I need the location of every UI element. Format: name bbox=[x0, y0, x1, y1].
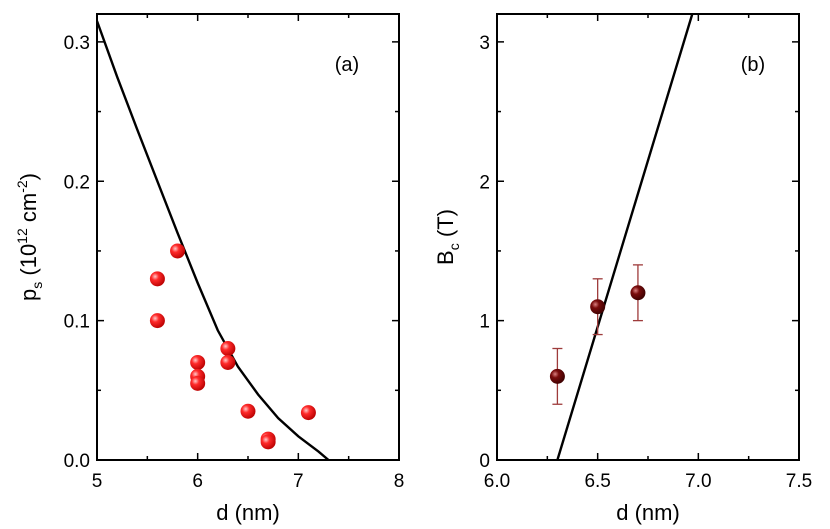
panel-b-y-tick-label: 0 bbox=[479, 451, 490, 472]
panel-b: 6.0 6.5 7.0 7.5 0 1 2 3 (b) d (nm) Bc (T) bbox=[433, 13, 812, 525]
panel-a-x-tick-label: 8 bbox=[394, 471, 405, 492]
panel-a-y-tick-label: 0.3 bbox=[64, 33, 90, 54]
panel-a-data-point bbox=[220, 341, 236, 356]
panel-b-x-tick-label: 7.0 bbox=[685, 471, 711, 492]
panel-a-ylabel-rest: (10 bbox=[16, 244, 41, 282]
panel-b-y-tick-label: 1 bbox=[479, 312, 490, 333]
panel-b-x-axis-title: d (nm) bbox=[616, 500, 680, 525]
panel-a-x-axis-title: d (nm) bbox=[216, 500, 280, 525]
panel-b-ticks: 6.0 6.5 7.0 7.5 0 1 2 3 bbox=[479, 14, 812, 492]
panel-a-x-tick-label: 5 bbox=[92, 471, 103, 492]
panel-a-x-tick-label: 6 bbox=[192, 471, 203, 492]
panel-a-ylabel-end: ) bbox=[16, 173, 41, 180]
panel-b-fit-curve-group bbox=[556, 14, 694, 460]
panel-b-data-point bbox=[630, 285, 646, 301]
panel-b-y-tick-label: 3 bbox=[479, 33, 490, 54]
panel-a: 5 6 7 8 0.0 0.1 0.2 0.3 (a) d (nm) ps (1012 cm-… bbox=[14, 13, 405, 525]
panel-b-y-axis-title: Bc (T) bbox=[433, 209, 462, 265]
panel-a-ylabel-main: p bbox=[16, 289, 41, 301]
panel-b-ylabel-main: B bbox=[433, 250, 458, 265]
panel-b-ylabel-sub: c bbox=[446, 243, 462, 250]
panel-b-label: (b) bbox=[741, 54, 765, 76]
panel-a-fit-curve-group bbox=[97, 20, 330, 460]
panel-a-points bbox=[149, 243, 316, 450]
panel-a-data-point bbox=[149, 313, 165, 329]
panel-a-data-point bbox=[190, 375, 206, 391]
panel-a-ticks: 5 6 7 8 0.0 0.1 0.2 0.3 bbox=[64, 14, 405, 492]
panel-a-y-axis-title: ps (1012 cm-2) bbox=[14, 173, 45, 301]
panel-a-data-point bbox=[260, 434, 276, 450]
panel-a-fit-curve bbox=[97, 20, 330, 460]
panel-b-fit-curve bbox=[556, 14, 694, 460]
panel-a-ylabel-mid: cm bbox=[16, 193, 41, 228]
panel-a-ylabel-sup2: -2 bbox=[14, 180, 30, 193]
panel-a-data-point bbox=[149, 271, 165, 287]
panel-b-data-point bbox=[549, 368, 565, 384]
panel-a-ylabel-sub: s bbox=[29, 282, 45, 289]
panel-a-data-point bbox=[170, 243, 186, 259]
panel-b-data-point bbox=[590, 299, 606, 315]
panel-a-label: (a) bbox=[335, 54, 359, 76]
panel-a-x-tick-label: 7 bbox=[293, 471, 304, 492]
panel-a-data-point bbox=[220, 354, 236, 370]
panel-b-x-tick-label: 7.5 bbox=[786, 471, 812, 492]
panel-b-y-tick-label: 2 bbox=[479, 172, 490, 193]
panel-b-x-tick-label: 6.0 bbox=[484, 471, 510, 492]
panel-a-frame bbox=[96, 13, 400, 461]
panel-b-points bbox=[549, 264, 646, 405]
panel-b-x-tick-label: 6.5 bbox=[584, 471, 610, 492]
panel-a-y-tick-label: 0.2 bbox=[64, 172, 90, 193]
panel-b-ylabel-rest: (T) bbox=[433, 209, 458, 243]
panel-b-frame bbox=[496, 13, 800, 461]
panel-a-ylabel-sup1: 12 bbox=[14, 228, 30, 244]
panel-a-data-point bbox=[300, 405, 316, 421]
panel-a-data-point bbox=[240, 403, 256, 419]
panel-a-y-tick-label: 0.0 bbox=[64, 451, 90, 472]
panel-a-data-point bbox=[190, 354, 206, 370]
panel-a-y-tick-label: 0.1 bbox=[64, 312, 90, 333]
